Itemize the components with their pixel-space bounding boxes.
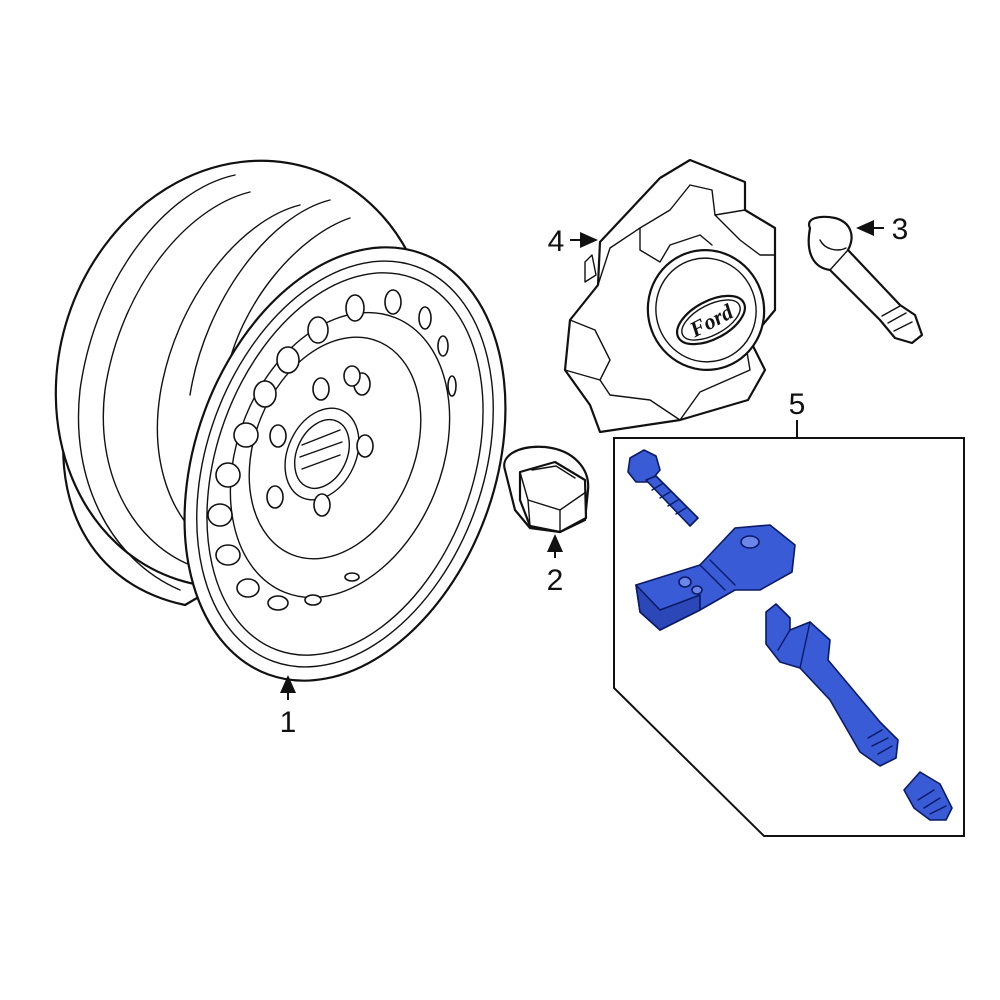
lug-nut-icon[interactable]: [503, 445, 590, 534]
tpms-kit-box: [613, 420, 965, 837]
tpms-valve-cap: [903, 771, 953, 821]
callout-3-label: 3: [892, 213, 909, 246]
callout-4-label: 4: [548, 225, 565, 258]
tpms-valve-stem: [765, 603, 899, 767]
center-cap-icon[interactable]: Ford: [563, 158, 778, 434]
steel-wheel-icon[interactable]: [1, 111, 562, 725]
tpms-sensor-icon[interactable]: [627, 449, 953, 821]
callout-1-label: 1: [280, 706, 297, 739]
tpms-screw: [627, 449, 699, 527]
tpms-sensor-body: [635, 524, 796, 631]
callout-5-label: 5: [789, 388, 806, 421]
callout-2-label: 2: [547, 564, 564, 597]
valve-stem-icon[interactable]: [807, 215, 924, 345]
callout-3: 3: [856, 213, 909, 246]
callout-5: 5: [789, 388, 806, 421]
callout-4: 4: [548, 225, 598, 258]
vent-holes: [207, 289, 457, 611]
callout-2: 2: [547, 534, 564, 597]
callout-1: 1: [280, 675, 297, 739]
